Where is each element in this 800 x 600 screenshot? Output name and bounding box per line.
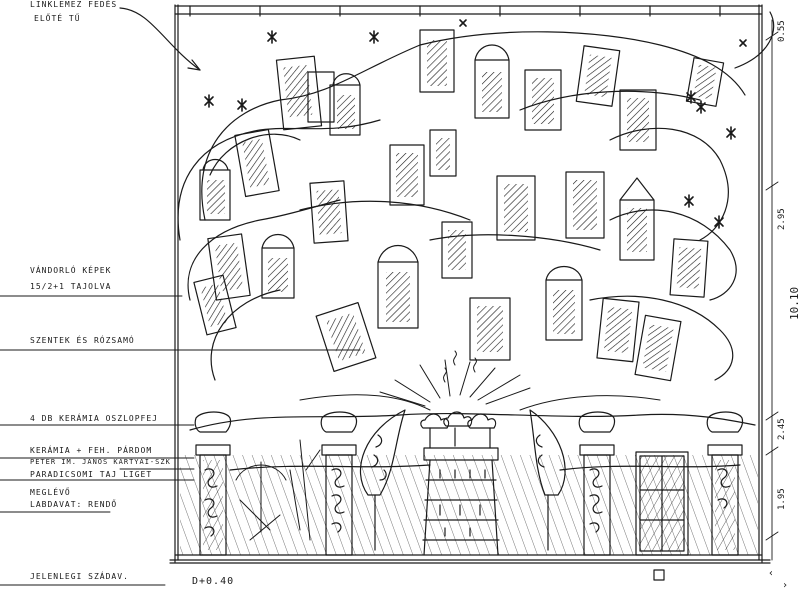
note-ceramic-pardom: KERÁMIA + FEH. PÁRDOM	[30, 446, 153, 455]
picture-frame	[419, 29, 455, 93]
note-ceramic-capitals: 4 DB KERÁMIA OSZLOPFEJ	[30, 414, 158, 423]
picture-frame	[474, 44, 510, 119]
picture-frame	[469, 297, 511, 361]
central-fountain	[420, 411, 500, 556]
fountain-rays	[299, 359, 661, 411]
picture-frame	[634, 314, 682, 382]
top-note-line1: LINKLEMEZ FEDÉS	[30, 0, 118, 9]
leaf-sculptures	[359, 409, 566, 551]
dim-label-top: 0.55	[777, 20, 787, 42]
picture-frame	[429, 129, 457, 177]
picture-frame	[307, 71, 335, 123]
door	[635, 451, 689, 556]
picture-frame	[496, 175, 536, 241]
garden-scribbles	[235, 350, 477, 541]
picture-frame	[619, 89, 657, 151]
picture-frame	[234, 128, 280, 198]
picture-frame	[309, 180, 349, 244]
wandering-pictures	[193, 29, 725, 382]
picture-frame	[565, 171, 605, 239]
picture-frame	[619, 177, 655, 261]
picture-frame	[441, 221, 473, 279]
column	[320, 411, 358, 556]
picture-frame	[575, 45, 621, 107]
picture-frame	[545, 266, 583, 341]
column	[578, 411, 616, 556]
note-paradise-grove: PARADICSOMI TAJ LIGET	[30, 470, 153, 479]
picture-frame	[329, 73, 361, 136]
right-dimension-line	[765, 19, 779, 561]
top-pointer-arrow	[119, 7, 775, 71]
bottom-dimension: D+0.40	[192, 576, 235, 587]
corner-mark-left: ‹	[768, 568, 776, 579]
note-wandering-pictures-line1: VÁNDORLÓ KÉPEK	[30, 266, 112, 275]
picture-frame	[377, 245, 419, 329]
picture-frame	[207, 233, 251, 301]
note-saints: SZENTEK ÉS RÓZSAMÓ	[30, 336, 135, 345]
dim-label-middle: 2.45	[777, 418, 787, 440]
picture-frame	[261, 233, 295, 299]
picture-frame	[193, 274, 237, 336]
note-floor: LABDAVAT: RENDŐ	[30, 500, 118, 509]
top-note-line2: ELŐTÉ TŰ	[34, 14, 81, 23]
corner-mark-right: ›	[782, 580, 790, 591]
picture-frame	[389, 144, 425, 206]
note-peter-janos: PÉTER IM. JÁNOS KÁRTYÁI-SZK	[30, 458, 171, 466]
note-existing: MEGLÉVŐ	[30, 488, 71, 497]
bottom-note: JELENLEGI SZÁDAV.	[30, 572, 129, 581]
dim-label-upper: 2.95	[777, 208, 787, 230]
picture-frame	[669, 238, 709, 298]
picture-frame	[199, 158, 231, 221]
dim-label-total: 10.10	[788, 286, 800, 320]
stage-center-mark	[653, 569, 665, 581]
column	[194, 411, 232, 556]
note-wandering-pictures-line2: 15/2+1 TAJOLVA	[30, 282, 112, 291]
ceramic-columns	[194, 411, 744, 556]
dim-label-lower: 1.95	[777, 488, 787, 510]
stars	[204, 19, 747, 229]
picture-frame	[275, 55, 323, 131]
picture-frame	[596, 297, 640, 363]
annotation-leaders	[0, 295, 361, 586]
picture-frame	[685, 57, 725, 107]
column	[706, 411, 744, 556]
picture-frame	[315, 302, 377, 372]
picture-frame	[524, 69, 562, 131]
